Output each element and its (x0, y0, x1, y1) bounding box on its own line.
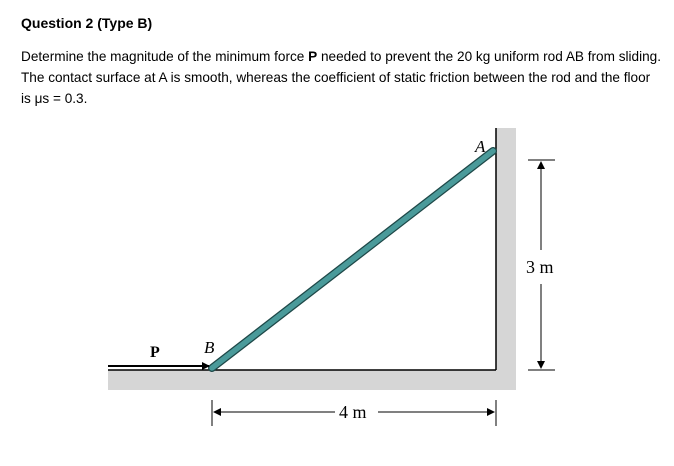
problem-statement: Determine the magnitude of the minimum f… (21, 46, 661, 109)
label-a: A (474, 137, 486, 156)
rod-ab (209, 148, 496, 371)
wall-surface (496, 128, 516, 390)
height-dimension-label: 3 m (526, 257, 554, 277)
question-heading: Question 2 (Type B) (21, 15, 153, 31)
problem-text-end: needed to prevent the 20 kg uniform rod … (21, 49, 662, 106)
width-dimension-label: 4 m (339, 402, 367, 422)
problem-text-start: Determine the magnitude of the minimum f… (21, 49, 309, 64)
force-symbol: P (308, 49, 318, 64)
label-p: P (150, 344, 160, 361)
floor-surface (108, 370, 503, 390)
label-b: B (204, 338, 215, 357)
